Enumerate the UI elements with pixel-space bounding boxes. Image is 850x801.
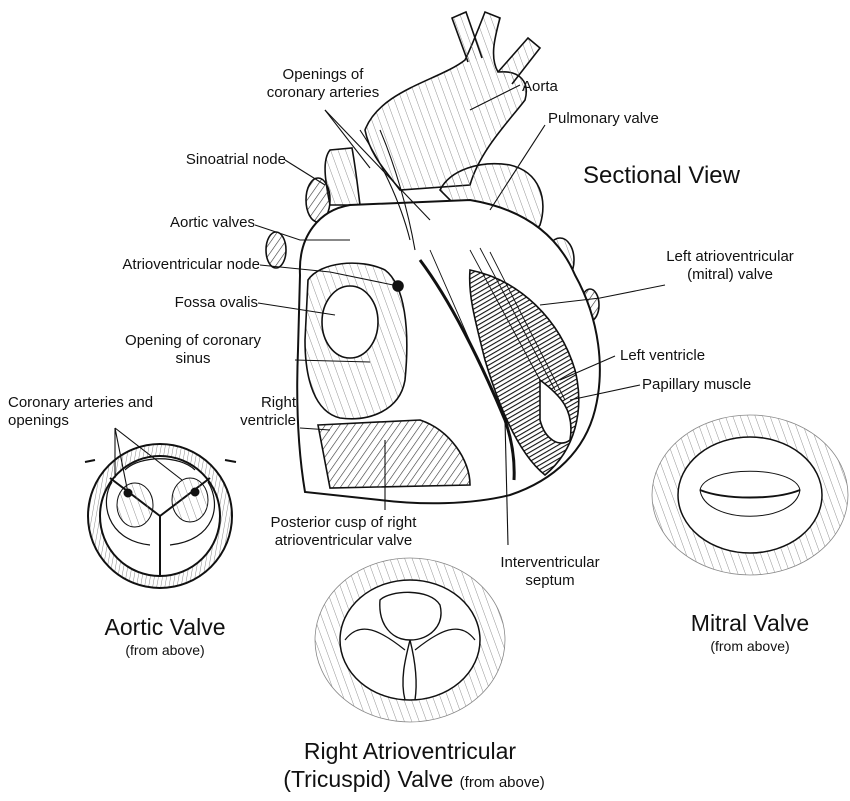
right-ventricle-line1: Right xyxy=(200,394,296,412)
left-ventricle-label: Left ventricle xyxy=(620,347,705,365)
fossa-ovalis-shape xyxy=(322,286,378,358)
left-av-valve-line2: (mitral) valve xyxy=(630,266,830,284)
openings-coronary-arteries-line1: Openings of xyxy=(218,66,428,84)
openings-coronary-arteries-line2: coronary arteries xyxy=(218,84,428,102)
coronary-arteries-openings-line2: openings xyxy=(8,412,153,430)
opening-coronary-sinus-line1: Opening of coronary xyxy=(88,332,298,350)
right-ventricle-line2: ventricle xyxy=(200,412,296,430)
left-av-valve-label: Left atrioventricular (mitral) valve xyxy=(630,248,830,284)
interventricular-septum-line1: Interventricular xyxy=(470,554,630,572)
left-atrial-vessel xyxy=(266,232,286,268)
tricuspid-valve-subcaption: (from above) xyxy=(460,774,545,791)
openings-coronary-arteries-label: Openings of coronary arteries xyxy=(218,66,428,102)
atrioventricular-node-label: Atrioventricular node xyxy=(50,256,260,274)
sectional-view-title: Sectional View xyxy=(583,162,740,190)
interventricular-septum-line2: septum xyxy=(470,572,630,590)
interventricular-septum-label: Interventricular septum xyxy=(470,554,630,590)
aortic-valve-subcaption: (from above) xyxy=(60,642,270,658)
sinoatrial-node-label: Sinoatrial node xyxy=(130,151,286,169)
opening-coronary-sinus-line2: sinus xyxy=(88,350,298,368)
aorta-label: Aorta xyxy=(522,78,558,96)
tricuspid-valve-caption-main: (Tricuspid) Valve xyxy=(283,766,453,792)
tricuspid-valve-caption-line2: (Tricuspid) Valve (from above) xyxy=(224,766,604,796)
right-ventricle-label: Right ventricle xyxy=(200,394,296,430)
papillary-muscle-label: Papillary muscle xyxy=(642,376,751,394)
left-av-valve-line1: Left atrioventricular xyxy=(630,248,830,266)
fossa-ovalis-label: Fossa ovalis xyxy=(100,294,258,312)
mitral-valve-caption: Mitral Valve xyxy=(645,610,850,637)
posterior-cusp-line2: atrioventricular valve xyxy=(236,532,451,550)
aortic-valves-label: Aortic valves xyxy=(100,214,255,232)
mitral-valve-subcaption: (from above) xyxy=(645,638,850,654)
mitral-valve-drawing xyxy=(652,415,848,575)
pulmonary-valve-label: Pulmonary valve xyxy=(548,110,659,128)
posterior-cusp-label: Posterior cusp of right atrioventricular… xyxy=(236,514,451,550)
coronary-arteries-openings-line1: Coronary arteries and xyxy=(8,394,153,412)
aortic-valve-drawing xyxy=(85,444,236,588)
opening-coronary-sinus-label: Opening of coronary sinus xyxy=(88,332,298,368)
coronary-arteries-openings-label: Coronary arteries and openings xyxy=(8,394,153,430)
tricuspid-valve-caption-line1: Right Atrioventricular xyxy=(250,738,570,765)
aortic-valve-caption: Aortic Valve xyxy=(60,614,270,641)
posterior-cusp-line1: Posterior cusp of right xyxy=(236,514,451,532)
